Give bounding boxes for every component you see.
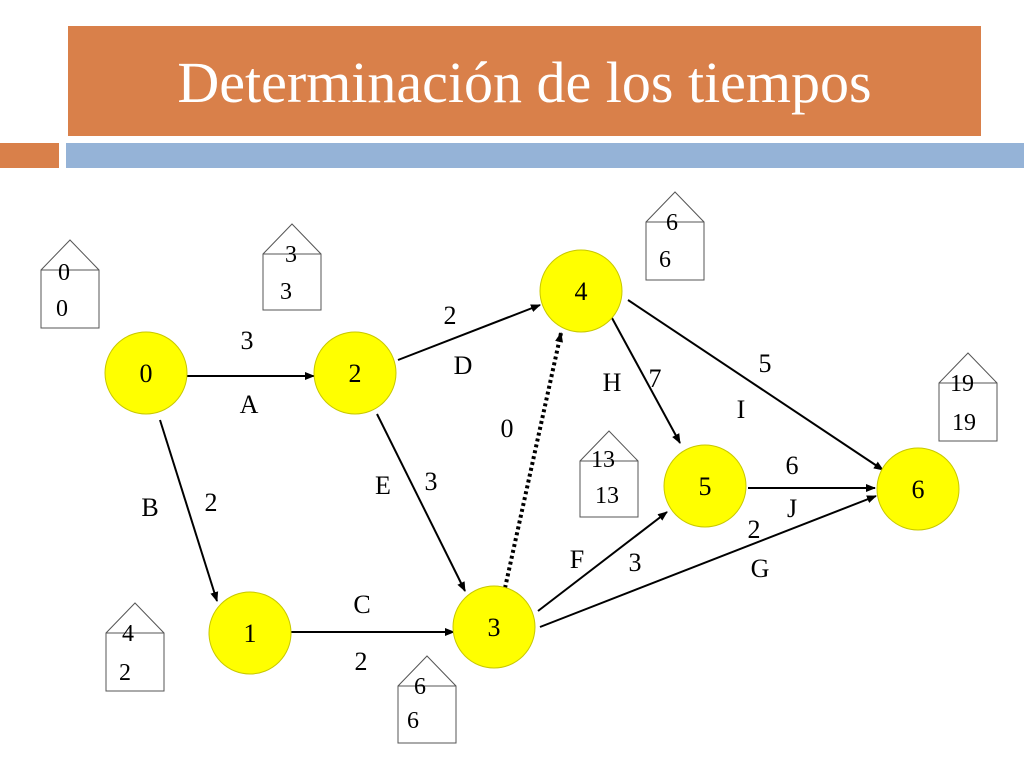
node-label: 3 (488, 613, 501, 642)
activity-name-D: D (454, 351, 473, 380)
accent-bar-left (0, 143, 59, 168)
duration-F: 3 (629, 548, 642, 577)
time-boxes: 0 0 3 3 6 6 19 19 13 13 (40, 191, 998, 744)
early-time: 6 (414, 674, 426, 700)
time-box-node-5: 13 13 (579, 430, 639, 518)
activity-name-J: J (787, 494, 797, 523)
node-label: 4 (575, 277, 588, 306)
duration-A: 3 (241, 326, 254, 355)
node-label: 5 (699, 472, 712, 501)
node-label: 6 (912, 475, 925, 504)
activity-name-B: B (141, 493, 158, 522)
duration-C: 2 (355, 647, 368, 676)
node-6: 6 (876, 447, 960, 531)
late-time: 19 (952, 410, 976, 436)
node-4: 4 (539, 249, 623, 333)
accent-bar-right (66, 143, 1024, 168)
late-time: 0 (56, 296, 68, 322)
duration-E: 3 (425, 467, 438, 496)
duration-H: 7 (649, 364, 662, 393)
edge-H (611, 317, 681, 444)
edge-F (537, 511, 668, 612)
node-1: 1 (208, 591, 292, 675)
activity-name-F: F (570, 545, 584, 574)
time-box-node-2: 3 3 (262, 223, 322, 311)
early-time: 6 (666, 210, 678, 236)
early-time: 3 (285, 242, 297, 268)
edges (159, 299, 884, 636)
edge-D (397, 304, 541, 361)
node-label: 0 (140, 359, 153, 388)
time-box-node-4: 6 6 (645, 191, 705, 281)
duration-dummy: 0 (501, 414, 514, 443)
edge-I (627, 299, 884, 471)
late-time: 6 (659, 247, 671, 273)
early-time: 0 (58, 260, 70, 286)
early-time: 4 (122, 621, 134, 647)
node-label: 1 (244, 619, 257, 648)
slide-title: Determinación de los tiempos (177, 50, 872, 115)
time-box-node-3: 6 6 (397, 655, 457, 744)
time-box-node-6: 19 19 (938, 352, 998, 442)
late-time: 2 (119, 660, 131, 686)
activity-name-E: E (375, 471, 391, 500)
edge-E (376, 413, 466, 592)
node-5: 5 (663, 444, 747, 528)
activity-names: A B C D E F G H I J (141, 351, 797, 619)
duration-I: 5 (759, 349, 772, 378)
node-3: 3 (452, 585, 536, 669)
nodes: 0 2 4 5 6 1 3 (104, 249, 960, 675)
early-time: 19 (950, 371, 974, 397)
time-box-node-0: 0 0 (40, 239, 100, 329)
duration-B: 2 (205, 488, 218, 517)
late-time: 3 (280, 279, 292, 305)
activity-name-C: C (353, 590, 370, 619)
activity-name-H: H (603, 368, 622, 397)
edge-B (159, 419, 219, 602)
node-label: 2 (349, 359, 362, 388)
node-0: 0 (104, 331, 188, 415)
node-2: 2 (313, 331, 397, 415)
early-time: 13 (591, 447, 615, 473)
title-banner: Determinación de los tiempos (68, 26, 981, 136)
late-time: 13 (595, 483, 619, 509)
edge-dummy (503, 332, 563, 589)
activity-name-G: G (751, 554, 770, 583)
duration-J: 6 (786, 451, 799, 480)
activity-name-I: I (737, 395, 746, 424)
duration-G: 2 (748, 515, 761, 544)
activity-durations: 3 2 2 2 3 0 3 2 7 5 6 (205, 301, 799, 676)
time-box-node-1: 4 2 (105, 602, 165, 692)
late-time: 6 (407, 708, 419, 734)
edge-G (539, 495, 877, 628)
activity-name-A: A (240, 390, 259, 419)
duration-D: 2 (444, 301, 457, 330)
